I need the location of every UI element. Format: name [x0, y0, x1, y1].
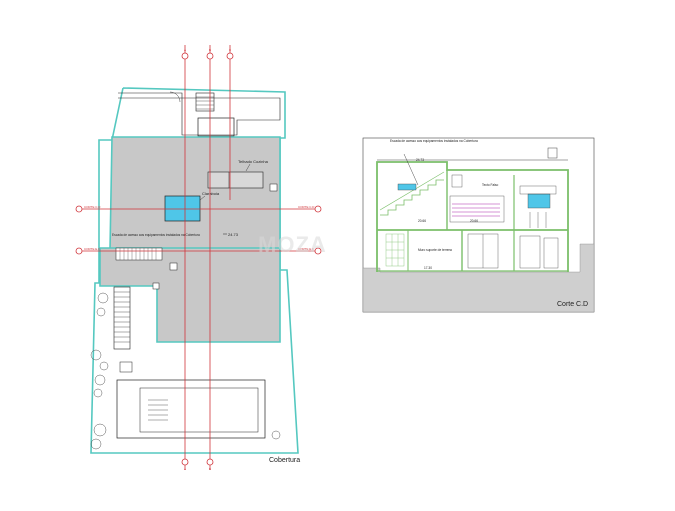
east-shrubs	[271, 430, 281, 440]
north-stair	[195, 92, 215, 112]
bath-cabinet	[519, 185, 557, 195]
north-yard-door	[169, 91, 181, 103]
roof-access-stair-treads	[119, 248, 157, 260]
upper-window	[451, 174, 463, 188]
kitchen-roof-leader	[245, 163, 251, 172]
roof-level-label: 24.73	[228, 232, 239, 237]
axis-tag-right-1: CORTE C.D	[298, 205, 315, 209]
axis-tag-bottom-2: B	[209, 467, 211, 471]
section-stair	[380, 179, 444, 216]
roof-vent-3	[152, 282, 160, 290]
bed-frame	[449, 195, 505, 223]
lower-roof	[99, 247, 281, 343]
section-stair-leader	[403, 153, 419, 186]
roof-plan: Telhado Cozinha Claraboia Escada de aces…	[75, 45, 322, 471]
axis-tag-top-1: A	[184, 48, 186, 52]
pool-steps	[148, 399, 168, 421]
site-boundary	[90, 87, 299, 454]
section-level-mid: 20.66	[418, 219, 426, 223]
roof-access-stair-label: Escada de acesso aos equipamentos instal…	[112, 233, 200, 237]
bath-shower	[527, 193, 551, 209]
stool-group	[529, 212, 547, 228]
axis-tag-left-2: CORTE E.F	[84, 247, 100, 251]
ground	[362, 243, 595, 313]
plan-caption: Cobertura	[269, 457, 300, 464]
pool-skylight	[164, 195, 201, 222]
section-level-mid2: 20.66	[470, 219, 478, 223]
pool-terrace	[116, 379, 266, 439]
bed-lines	[452, 203, 500, 217]
axis-lines	[76, 45, 320, 470]
axis-tag-right-2: CORTE E.F	[298, 247, 314, 251]
pool-skylight-label: Claraboia	[202, 191, 220, 196]
roof-vent-1	[269, 183, 278, 192]
axis-tag-left-1: CORTE C.D	[84, 205, 101, 209]
section-level-low: 17.30	[424, 266, 432, 270]
axis-tag-bottom-1: A	[184, 467, 186, 471]
watermark: MOZA	[258, 232, 327, 257]
pool	[139, 387, 259, 433]
lower-shelf	[543, 237, 559, 269]
axis-markers	[75, 52, 322, 466]
west-shrubs	[90, 292, 109, 450]
wine-rack	[385, 233, 405, 267]
pool-skylight-leader	[199, 195, 206, 201]
axis-tag-top-2: B	[209, 48, 211, 52]
north-patio	[197, 117, 235, 137]
section-outline	[376, 161, 569, 272]
section-level-top: 24.73	[416, 158, 424, 162]
false-ceiling-label: Tecto Falso	[482, 183, 499, 187]
kitchen-counter	[397, 183, 417, 191]
section-caption: Corte C.D	[557, 301, 588, 308]
basement-note: Muro suporte de terreno	[418, 248, 452, 252]
west-stair	[113, 286, 131, 350]
roof-access-stair	[115, 247, 163, 261]
lower-door-2	[519, 235, 541, 269]
kitchen-roof-label: Telhado Cozinha	[238, 159, 269, 164]
west-stair-treads	[114, 291, 130, 343]
north-stair-treads	[196, 96, 214, 110]
axis-tag-top-3: C	[229, 48, 232, 52]
section-drawing: Escada de acesso aos equipamentos instal…	[362, 137, 595, 313]
chimney	[547, 147, 558, 159]
north-yard-outline	[118, 92, 281, 136]
section-stair-rail	[379, 171, 445, 211]
axis-tags: A B C A B CORTE C.D CORTE E.F CORTE C.D …	[84, 48, 315, 471]
section-stair-label: Escada de acesso aos equipamentos instal…	[390, 139, 478, 143]
kitchen-roof-skylight	[207, 171, 264, 189]
garden-block	[119, 361, 133, 373]
roof-vent-2	[169, 262, 178, 271]
